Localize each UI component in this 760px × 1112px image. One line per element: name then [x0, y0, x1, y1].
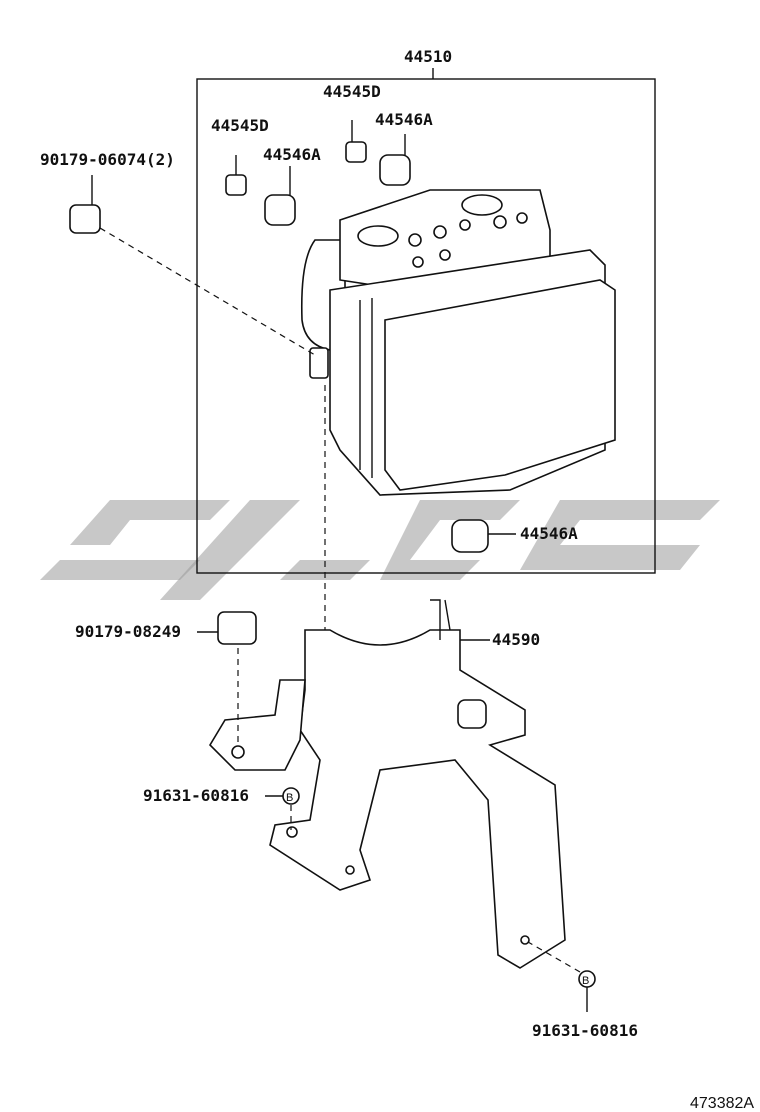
label-90179-08249: 90179-08249	[75, 622, 181, 641]
bracket-44590	[208, 599, 566, 969]
label-91631-60816-b: 91631-60816	[532, 1021, 638, 1040]
cap-44546a-mid	[264, 166, 296, 226]
label-44590: 44590	[492, 630, 540, 649]
marker-b-lower: B	[527, 941, 596, 1012]
bolt-90179-08249	[197, 611, 257, 745]
svg-text:B: B	[582, 975, 589, 987]
label-44545d-top: 44545D	[323, 82, 381, 101]
label-44546a-mid: 44546A	[263, 145, 321, 164]
plug-44545d-top	[345, 120, 367, 163]
label-44545d-left: 44545D	[211, 116, 269, 135]
assembly-box	[196, 78, 656, 574]
watermark-logo	[40, 500, 720, 600]
bolt-90179-06074	[69, 175, 316, 356]
label-90179-06074: 90179-06074(2)	[40, 150, 175, 169]
cap-44546a-top	[379, 134, 411, 186]
plug-44545d-left	[225, 155, 247, 196]
abs-actuator	[300, 189, 616, 496]
svg-text:B: B	[286, 792, 293, 804]
label-91631-60816-a: 91631-60816	[143, 786, 249, 805]
diagram-number: 473382A	[690, 1095, 754, 1112]
label-44546a-lower: 44546A	[520, 524, 578, 543]
label-44510: 44510	[404, 47, 452, 66]
cap-44546a-lower	[451, 519, 516, 553]
label-44546a-top: 44546A	[375, 110, 433, 129]
marker-b-upper: B	[265, 787, 300, 830]
